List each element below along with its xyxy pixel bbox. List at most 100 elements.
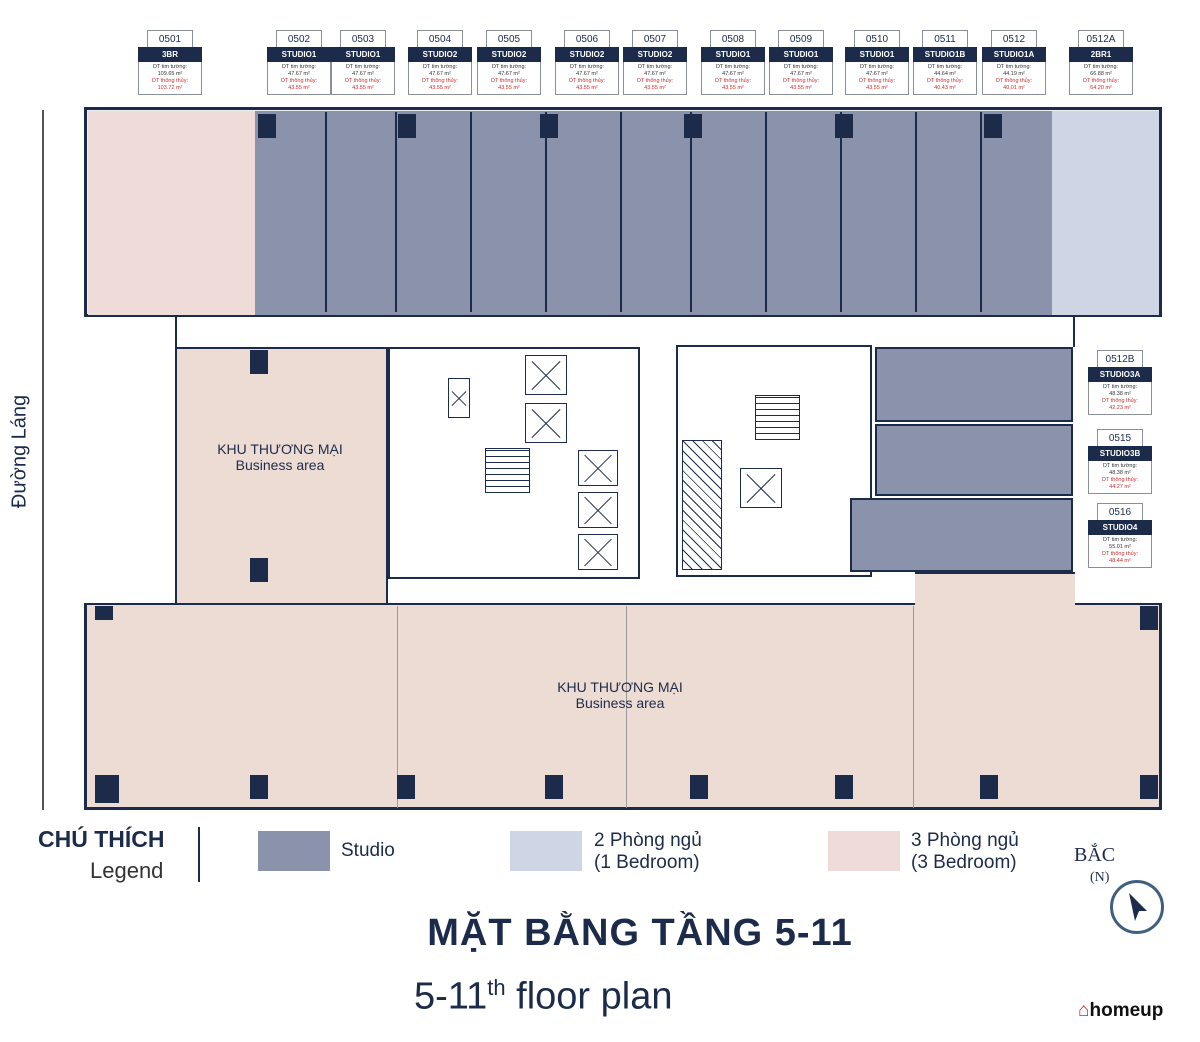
plan-element: STUDIO1A: [982, 47, 1046, 62]
plan-element: DT tim tường:: [1102, 537, 1138, 543]
plan-element: 48.44 m²: [1109, 558, 1131, 564]
unit-wall: [690, 112, 692, 312]
business-area-subtitle: Business area: [235, 457, 325, 473]
plan-element: STUDIO1: [769, 47, 833, 62]
elevator: [578, 534, 618, 570]
page-title: MẶT BẰNG TẦNG 5-11: [427, 912, 853, 954]
plan-element: DT tim tường:: [996, 64, 1032, 70]
plan-element: DT tim tường:: [859, 64, 895, 70]
plan-element: 43.55 m²: [866, 85, 888, 91]
elevator: [525, 355, 567, 395]
plan-element: 48.38 m²: [1109, 470, 1131, 476]
plan-element: DT thông thủy:: [345, 78, 381, 84]
plan-element: STUDIO2: [408, 47, 472, 62]
structural-column: [250, 350, 268, 374]
unit-wall: [470, 112, 472, 312]
business-area-title: KHU THƯƠNG MẠI: [557, 679, 683, 695]
unit-0501-area[interactable]: [88, 111, 255, 315]
elevator: [525, 403, 567, 443]
plan-element: [626, 606, 627, 808]
plan-element: DT tim tường:: [422, 64, 458, 70]
plan-element: STUDIO2: [623, 47, 687, 62]
plan-element: 0516: [1097, 503, 1143, 520]
unit-0512B-area[interactable]: [875, 347, 1073, 422]
plan-element: 5-11: [414, 975, 488, 1018]
business-area-subtitle: Business area: [575, 695, 665, 711]
plan-element: 48.38 m²: [1109, 391, 1131, 397]
structural-column: [984, 114, 1002, 138]
legend-title: CHÚ THÍCH: [38, 826, 165, 852]
plan-element: 0512B: [1097, 350, 1143, 367]
plan-element: 40.43 m²: [934, 85, 956, 91]
plan-element: STUDIO1: [701, 47, 765, 62]
plan-element: DT tim tường:: [152, 64, 188, 70]
plan-element: DT tim tường:: [927, 64, 963, 70]
plan-element: 55.01 m²: [1109, 544, 1131, 550]
plan-element: STUDIO2: [555, 47, 619, 62]
plan-element: STUDIO1: [845, 47, 909, 62]
unit-wall: [620, 112, 622, 312]
plan-element: 0501: [147, 30, 193, 47]
plan-element: 0505: [486, 30, 532, 47]
plan-element: 0503: [340, 30, 386, 47]
plan-element: 0506: [564, 30, 610, 47]
plan-element: 47.67 m²: [576, 71, 598, 77]
plan-element: 47.67 m²: [352, 71, 374, 77]
unit-0512A-area[interactable]: [1052, 111, 1159, 315]
legend-sub-2br: (1 Bedroom): [594, 852, 700, 873]
structural-column: [397, 775, 415, 799]
plan-element: 109.65 m²: [157, 71, 183, 77]
plan-element: DT thông thủy:: [1102, 398, 1138, 404]
unit-wall: [395, 112, 397, 312]
plan-element: 0504: [417, 30, 463, 47]
structural-column: [980, 775, 998, 799]
legend-swatch-2br: [510, 831, 582, 871]
plan-element: floor plan: [505, 975, 673, 1018]
structural-column: [398, 114, 416, 138]
business-area-left[interactable]: [175, 347, 388, 605]
unit-0516-area[interactable]: [850, 498, 1073, 572]
plan-element: 43.55 m²: [429, 85, 451, 91]
structural-column: [250, 775, 268, 799]
studio-row-area[interactable]: [255, 111, 1052, 315]
plan-element: 43.55 m²: [352, 85, 374, 91]
legend-label-2br: 2 Phòng ngủ: [594, 830, 702, 851]
unit-wall: [980, 112, 982, 312]
plan-element: 47.67 m²: [429, 71, 451, 77]
plan-element: 47.67 m²: [866, 71, 888, 77]
unit-wall: [325, 112, 327, 312]
plan-element: DT thông thủy:: [996, 78, 1032, 84]
north-compass-icon: [1110, 880, 1164, 934]
plan-element: DT thông thủy:: [569, 78, 605, 84]
elevator: [578, 492, 618, 528]
plan-element: [198, 827, 200, 882]
unit-0515-area[interactable]: [875, 424, 1073, 496]
legend-sub-3br: (3 Bedroom): [911, 852, 1017, 873]
plan-element: [913, 606, 914, 808]
plan-element: 2BR1: [1069, 47, 1133, 62]
plan-element: th: [487, 975, 506, 1000]
plan-element: 47.67 m²: [722, 71, 744, 77]
north-label: BẮC: [1074, 844, 1116, 866]
plan-element: 44.19 m²: [1003, 71, 1025, 77]
